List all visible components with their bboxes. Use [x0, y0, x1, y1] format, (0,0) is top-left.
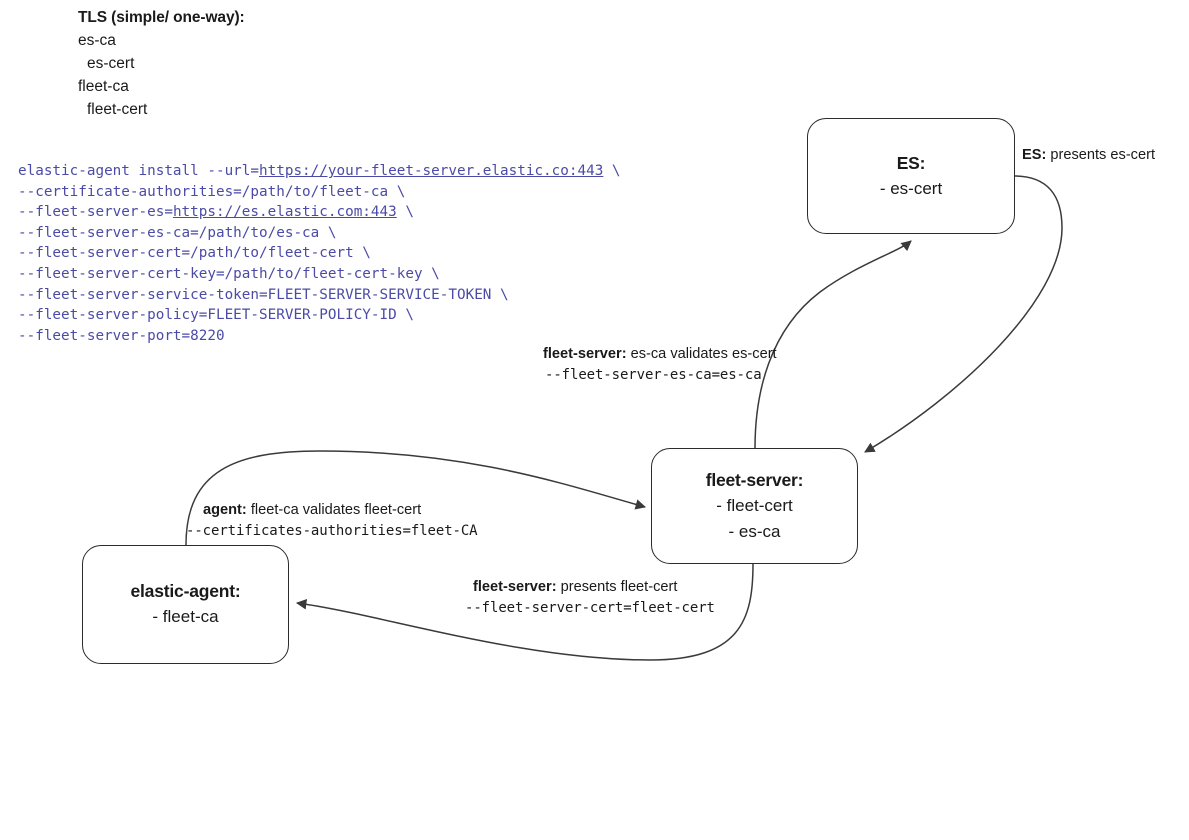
node-es-title: ES:	[896, 152, 926, 173]
node-fleet-server-title: fleet-server:	[705, 469, 804, 490]
command-text-2-2: \	[396, 204, 414, 221]
node-elastic-agent-title: elastic-agent:	[130, 581, 241, 601]
edge-label-agent-validates-strong: agent:	[203, 502, 247, 518]
command-line-2: --fleet-server-es=https://es.elastic.com…	[18, 202, 738, 223]
node-elastic-agent[interactable]: elastic-agent: - fleet-ca	[82, 545, 289, 664]
command-line-4: --fleet-server-cert=/path/to/fleet-cert …	[18, 243, 738, 264]
edge-label-agent-validates-text: fleet-ca validates fleet-cert	[246, 502, 422, 518]
command-line-5: --fleet-server-cert-key=/path/to/fleet-c…	[18, 264, 738, 285]
edge-label-fleet-validates-text: es-ca validates es-cert	[626, 346, 777, 362]
command-line-3: --fleet-server-es-ca=/path/to/es-ca \	[18, 223, 738, 244]
edge-label-fleet-presents: fleet-server: presents fleet-cert --flee…	[465, 577, 715, 619]
command-text-4-0: --fleet-server-cert=/path/to/fleet-cert …	[18, 245, 371, 262]
command-text-8-0: --fleet-server-port=8220	[18, 327, 225, 344]
node-es[interactable]: ES: - es-cert	[807, 118, 1015, 234]
edge-label-fleet-validates-strong: fleet-server:	[543, 346, 627, 362]
edge-label-es-presents-strong: ES:	[1022, 147, 1047, 163]
edge-label-fleet-validates: fleet-server: es-ca validates es-cert --…	[543, 344, 777, 386]
install-command-block: elastic-agent install --url=https://your…	[18, 161, 738, 346]
command-line-7: --fleet-server-policy=FLEET-SERVER-POLIC…	[18, 305, 738, 326]
command-line-6: --fleet-server-service-token=FLEET-SERVE…	[18, 285, 738, 306]
legend-item-fleet-ca: fleet-ca	[78, 78, 129, 95]
command-text-3-0: --fleet-server-es-ca=/path/to/es-ca \	[18, 224, 337, 241]
edge-label-es-presents-text: presents es-cert	[1046, 147, 1156, 163]
command-text-5-0: --fleet-server-cert-key=/path/to/fleet-c…	[18, 265, 440, 282]
edge-label-fleet-presents-mono: --fleet-server-cert=fleet-cert	[465, 600, 715, 616]
legend-item-fleet-cert: fleet-cert	[87, 101, 148, 118]
node-fleet-server-detail-1: - es-ca	[728, 521, 781, 541]
legend-item-es-ca: es-ca	[78, 32, 116, 49]
command-text-0-2: \	[603, 163, 621, 179]
node-elastic-agent-detail-0: - fleet-ca	[152, 607, 219, 626]
command-text-2-0: --fleet-server-es=	[18, 204, 173, 221]
command-link-2-1[interactable]: https://es.elastic.com:443	[172, 204, 397, 221]
command-line-0: elastic-agent install --url=https://your…	[18, 161, 738, 182]
command-line-1: --certificate-authorities=/path/to/fleet…	[18, 182, 738, 203]
edge-label-agent-validates-mono: --certificates-authorities=fleet-CA	[186, 523, 478, 539]
legend-title: TLS (simple/ one-way):	[78, 9, 245, 26]
edge-label-fleet-validates-mono: --fleet-server-es-ca=es-ca	[545, 367, 762, 383]
tls-legend-block: TLS (simple/ one-way): es-ca es-cert fle…	[78, 6, 498, 121]
command-text-6-0: --fleet-server-service-token=FLEET-SERVE…	[18, 286, 509, 303]
edge-label-fleet-presents-text: presents fleet-cert	[556, 579, 678, 595]
legend-item-es-cert: es-cert	[87, 55, 135, 72]
edge-fleet-server-to-es	[754, 240, 912, 449]
node-es-detail-0: - es-cert	[879, 178, 943, 198]
command-link-0-1[interactable]: https://your-fleet-server.elastic.co:443	[259, 163, 604, 179]
edge-label-es-presents: ES: presents es-cert	[1022, 145, 1155, 166]
command-text-1-0: --certificate-authorities=/path/to/fleet…	[18, 183, 406, 200]
node-fleet-server[interactable]: fleet-server: - fleet-cert - es-ca	[651, 448, 858, 564]
node-fleet-server-detail-0: - fleet-cert	[716, 495, 793, 515]
edge-label-agent-validates: agent: fleet-ca validates fleet-cert --c…	[186, 500, 478, 542]
edge-label-fleet-presents-strong: fleet-server:	[473, 579, 557, 595]
command-text-7-0: --fleet-server-policy=FLEET-SERVER-POLIC…	[18, 307, 414, 324]
command-line-8: --fleet-server-port=8220	[18, 326, 738, 347]
command-text-0-0: elastic-agent install --url=	[18, 163, 260, 179]
